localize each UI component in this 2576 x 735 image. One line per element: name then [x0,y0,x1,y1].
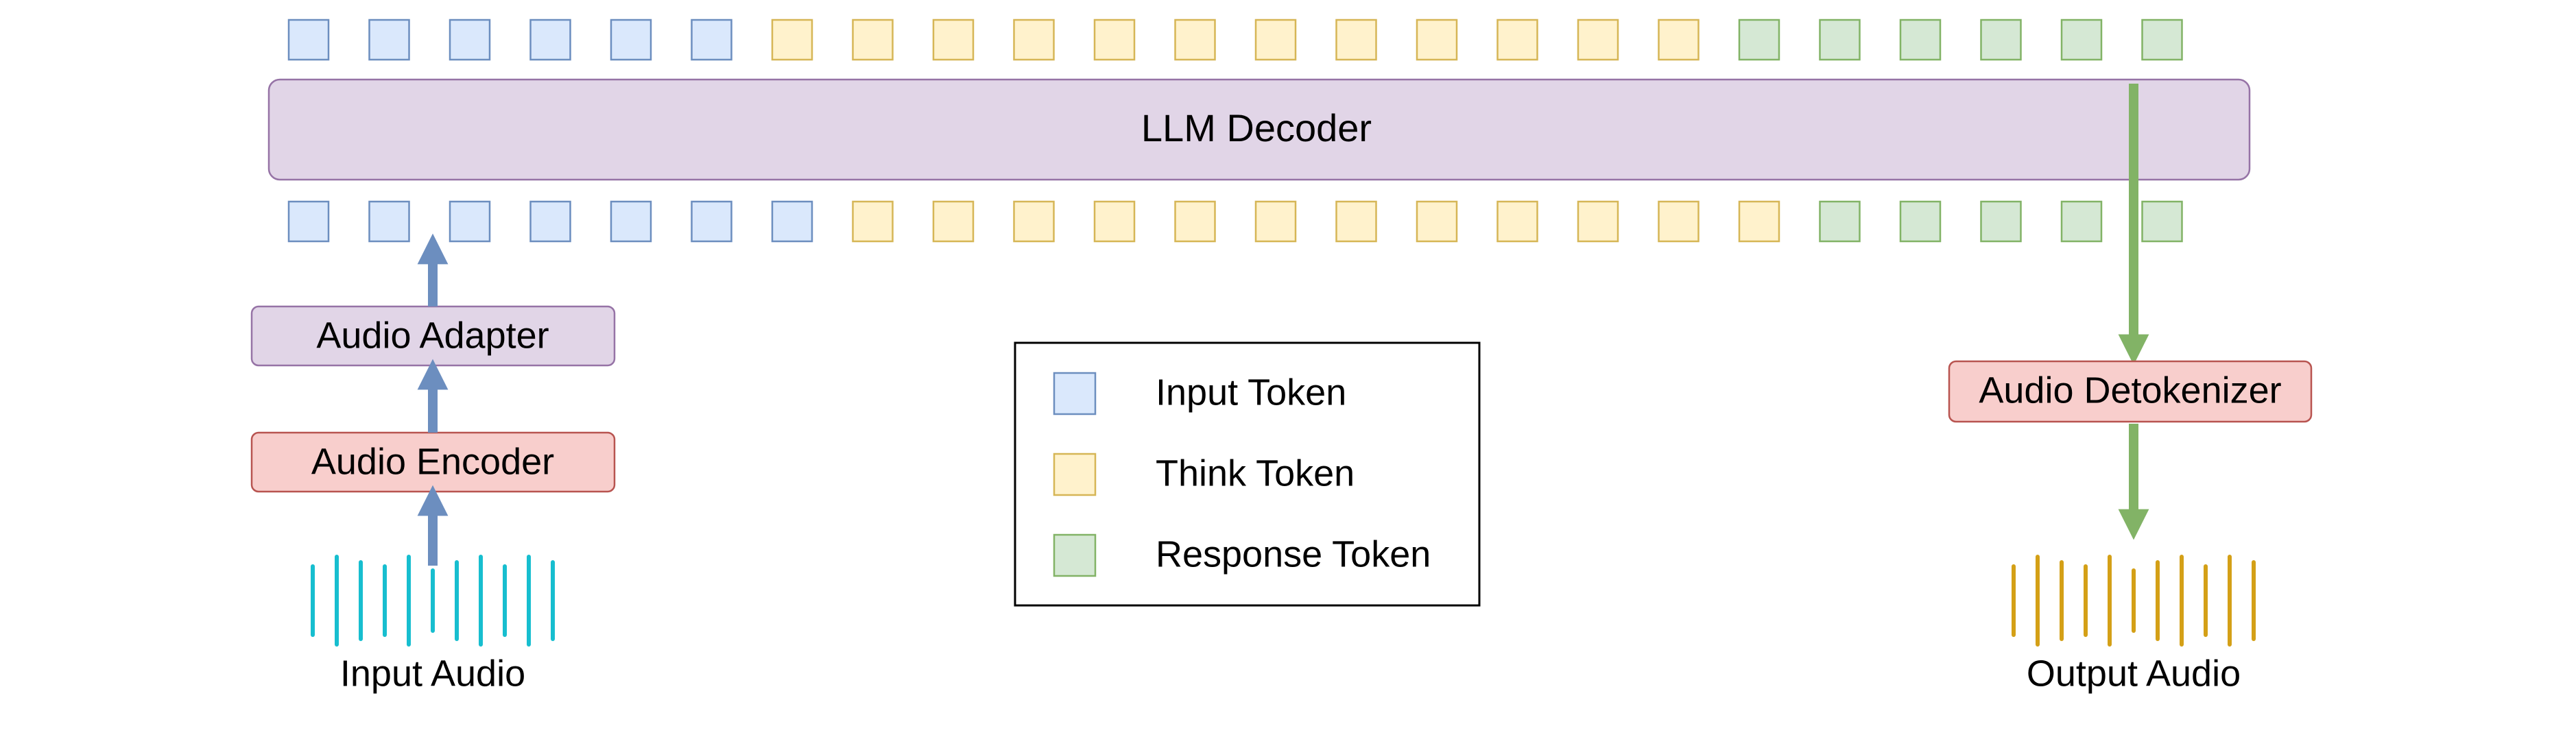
legend-input-label: Input Token [1156,372,1346,413]
bottom-response-token [1819,200,1861,243]
llm-decoder-block: LLM Decoder [267,78,2251,181]
top-think-token [1174,19,1216,61]
bottom-think-token [1658,200,1700,243]
top-think-token [1496,19,1538,61]
bottom-response-token [2141,200,2183,243]
top-think-token [1335,19,1377,61]
bottom-think-token [1013,200,1055,243]
bottom-think-token [1093,200,1136,243]
top-think-token [1093,19,1136,61]
bottom-think-token [1335,200,1377,243]
audio-adapter-label: Audio Adapter [316,315,549,356]
bottom-think-token [1738,200,1780,243]
audio-encoder-label: Audio Encoder [311,441,554,482]
top-think-token [771,19,813,61]
top-think-token [1013,19,1055,61]
bottom-input-token [449,200,491,243]
top-input-token [610,19,652,61]
bottom-input-token [287,200,330,243]
top-think-token [1416,19,1458,61]
top-input-token [529,19,571,61]
top-response-token [1899,19,1942,61]
top-input-token [691,19,732,61]
top-response-token [1738,19,1780,61]
top-response-token [2141,19,2183,61]
bottom-think-token [1174,200,1216,243]
legend-input-swatch [1053,372,1097,415]
bottom-input-token [610,200,652,243]
output-audio-waveform [2012,555,2256,647]
bottom-input-token [368,200,410,243]
bottom-response-token [1899,200,1942,243]
audio-adapter-block: Audio Adapter [250,305,616,367]
legend-think-label: Think Token [1156,453,1355,494]
top-response-token [2060,19,2103,61]
legend-response-swatch [1053,533,1097,577]
top-input-token [287,19,330,61]
bottom-think-token [1496,200,1538,243]
input-audio-waveform [311,555,555,647]
bottom-think-token [1577,200,1619,243]
input-audio-label: Input Audio [340,653,525,694]
top-response-token [1980,19,2022,61]
output-token-row [287,19,2183,61]
bottom-think-token [932,200,975,243]
bottom-input-token [529,200,571,243]
bottom-response-token [2060,200,2103,243]
audio-detokenizer-box [1948,360,2313,423]
audio-detokenizer-label: Audio Detokenizer [1979,370,2281,411]
output-audio-label: Output Audio [2027,653,2241,694]
top-input-token [368,19,410,61]
top-think-token [932,19,975,61]
bottom-response-token [1980,200,2022,243]
bottom-input-token [771,200,813,243]
audio-encoder-block: Audio Encoder [250,431,616,493]
llm-decoder-label: LLM Decoder [1141,106,1372,149]
bottom-think-token [1254,200,1297,243]
legend-think-swatch [1053,453,1097,496]
top-think-token [1658,19,1700,61]
top-response-token [1819,19,1861,61]
top-think-token [1254,19,1297,61]
bottom-think-token [852,200,894,243]
legend-response-label: Response Token [1156,533,1431,575]
audio-detokenizer-block: Audio Detokenizer [1948,360,2313,423]
llm-decoder-box [267,78,2251,181]
top-think-token [852,19,894,61]
input-token-row [287,200,2183,243]
top-input-token [449,19,491,61]
top-think-token [1577,19,1619,61]
bottom-input-token [691,200,732,243]
bottom-think-token [1416,200,1458,243]
